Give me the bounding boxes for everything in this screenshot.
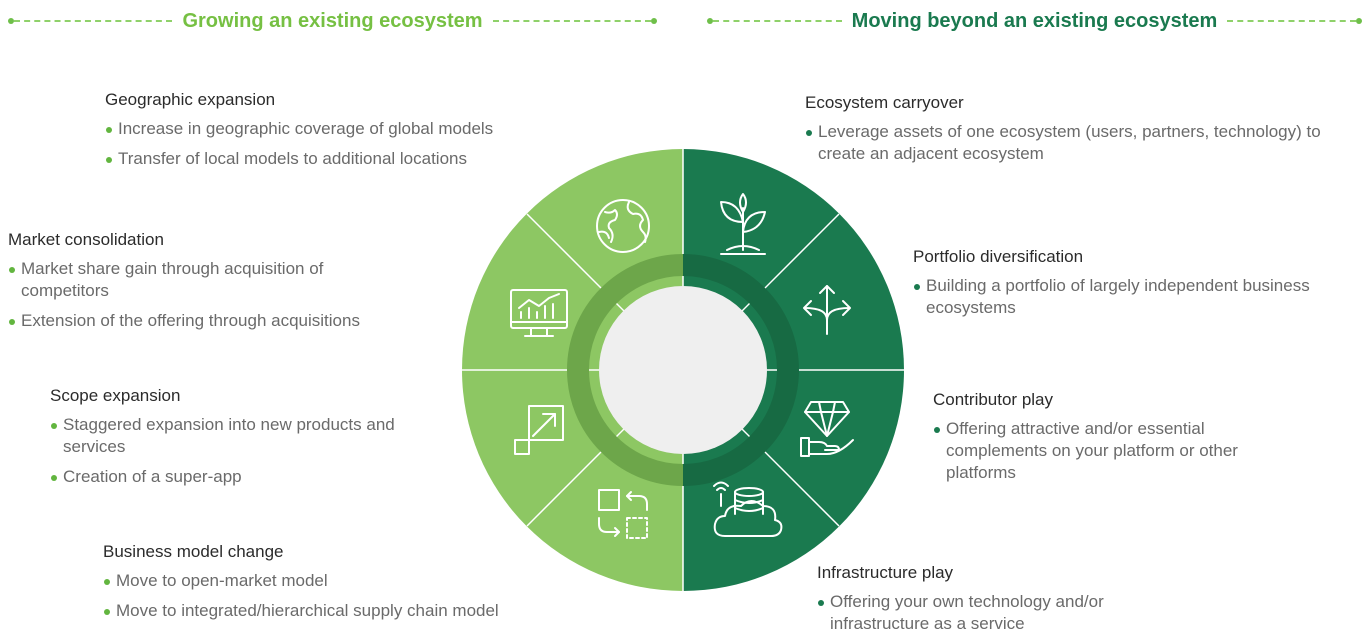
header-dot-end (651, 18, 657, 24)
ring-left (567, 254, 684, 486)
header-dash (713, 20, 842, 22)
header-dot-end (1356, 18, 1362, 24)
bullet: Offering your own technology and/or infr… (817, 591, 1197, 635)
header-growing: Growing an existing ecosystem (8, 6, 657, 36)
header-dash (1227, 20, 1356, 22)
header-dot-start (8, 18, 14, 24)
block-geographic-expansion: Geographic expansion Increase in geograp… (105, 90, 565, 178)
block-title: Contributor play (933, 390, 1054, 409)
bullet: Building a portfolio of largely independ… (913, 275, 1333, 319)
block-scope-expansion: Scope expansion Staggered expansion into… (50, 386, 430, 496)
block-title: Portfolio diversification (913, 247, 1084, 266)
header-moving-beyond: Moving beyond an existing ecosystem (707, 6, 1362, 36)
ring-right (682, 254, 799, 486)
plant-icon (720, 193, 766, 255)
block-infrastructure-play: Infrastructure play Offering your own te… (817, 563, 1197, 643)
bullet: Staggered expansion into new products an… (50, 414, 430, 458)
bullet: Move to integrated/hierarchical supply c… (103, 600, 563, 622)
bullet: Creation of a super-app (50, 466, 430, 488)
header-title-left: Growing an existing ecosystem (182, 9, 483, 32)
bullet: Move to open-market model (103, 570, 563, 592)
block-title: Ecosystem carryover (805, 93, 964, 112)
block-contributor-play: Contributor play Offering attractive and… (933, 390, 1303, 492)
block-title: Scope expansion (50, 386, 181, 405)
header-dash (492, 20, 651, 22)
header-dot-start (707, 18, 713, 24)
diverging-arrows-icon (803, 285, 851, 335)
expand-arrow-icon (514, 405, 564, 455)
bullet: Increase in geographic coverage of globa… (105, 118, 565, 140)
block-business-model-change: Business model change Move to open-marke… (103, 542, 563, 630)
header-title-right: Moving beyond an existing ecosystem (851, 9, 1218, 32)
block-title: Infrastructure play (817, 563, 954, 582)
bullet: Extension of the offering through acquis… (8, 310, 378, 332)
bullet: Leverage assets of one ecosystem (users,… (805, 121, 1325, 165)
chart-monitor-icon (510, 289, 568, 337)
block-market-consolidation: Market consolidation Market share gain t… (8, 230, 378, 340)
diamond-hand-icon (800, 401, 854, 457)
globe-icon (596, 199, 650, 253)
swap-squares-icon (598, 489, 648, 539)
block-ecosystem-carryover: Ecosystem carryover Leverage assets of o… (805, 93, 1325, 173)
block-portfolio-diversification: Portfolio diversification Building a por… (913, 247, 1333, 327)
cloud-database-icon (713, 481, 783, 537)
block-title: Business model change (103, 542, 284, 561)
block-title: Market consolidation (8, 230, 164, 249)
bullet: Offering attractive and/or essential com… (933, 418, 1303, 484)
header-dash (14, 20, 173, 22)
bullet: Transfer of local models to additional l… (105, 148, 565, 170)
bullet: Market share gain through acquisition of… (8, 258, 378, 302)
wheel-center (599, 286, 767, 454)
block-title: Geographic expansion (105, 90, 276, 109)
ecosystem-wheel (462, 149, 904, 591)
